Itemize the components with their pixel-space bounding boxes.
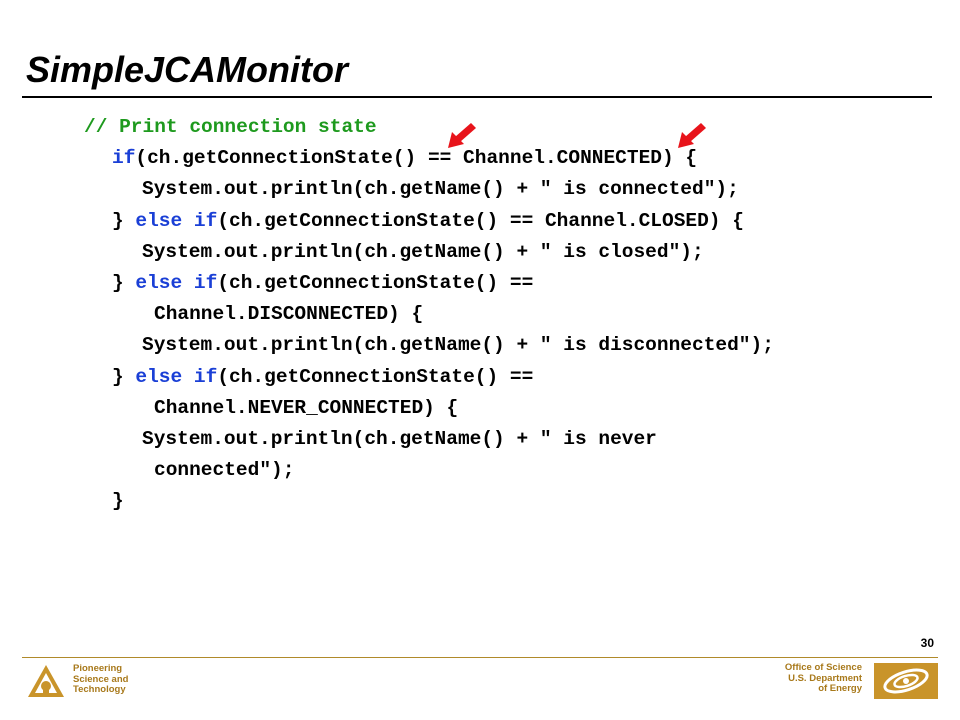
footer-office-line: U.S. Department bbox=[788, 672, 862, 684]
code-line: System.out.println(ch.getName() + " is c… bbox=[0, 237, 774, 268]
argonne-triangle-logo-icon bbox=[28, 665, 64, 697]
code-text: } bbox=[112, 209, 136, 232]
code-keyword: else if bbox=[135, 271, 218, 294]
doe-office-of-science-logo-icon bbox=[874, 663, 938, 699]
code-line: } else if(ch.getConnectionState() == Cha… bbox=[0, 206, 774, 237]
footer-office: Office of Science U.S. Department of Ene… bbox=[784, 662, 862, 695]
code-keyword: else if bbox=[135, 365, 218, 388]
code-keyword: if bbox=[112, 147, 136, 170]
code-text: } bbox=[112, 271, 136, 294]
footer-office-line: of Energy bbox=[818, 683, 862, 694]
code-comment: // Print connection state bbox=[84, 116, 377, 138]
code-line: } else if(ch.getConnectionState() == bbox=[0, 362, 774, 393]
footer-tagline-line: Science and bbox=[73, 673, 129, 685]
footer-divider bbox=[22, 657, 938, 658]
code-text: Channel.DISCONNECTED) { bbox=[154, 303, 424, 326]
footer-tagline-line: Technology bbox=[73, 684, 126, 695]
code-text: System.out.println(ch.getName() + " is c… bbox=[142, 178, 739, 201]
code-text: System.out.println(ch.getName() + " is c… bbox=[142, 240, 704, 263]
red-arrow-icon bbox=[678, 123, 706, 148]
code-text: (ch.getConnectionState() == Channel.CLOS… bbox=[217, 209, 744, 232]
code-line: if(ch.getConnectionState() == Channel.CO… bbox=[0, 143, 774, 174]
code-text: connected"); bbox=[154, 459, 295, 482]
code-line: } else if(ch.getConnectionState() == bbox=[0, 268, 774, 299]
code-line: } bbox=[0, 486, 774, 517]
code-block: // Print connection state if(ch.getConne… bbox=[0, 112, 774, 517]
footer-tagline: Pioneering Science and Technology bbox=[73, 663, 129, 696]
code-line: Channel.DISCONNECTED) { bbox=[0, 299, 774, 330]
page-number: 30 bbox=[920, 636, 934, 650]
code-keyword: else if bbox=[135, 209, 218, 232]
footer-tagline-line: Pioneering bbox=[73, 663, 123, 674]
code-text: System.out.println(ch.getName() + " is d… bbox=[142, 334, 774, 357]
code-text: } bbox=[112, 490, 124, 513]
code-text: Channel.NEVER_CONNECTED) { bbox=[154, 396, 459, 419]
code-line: connected"); bbox=[0, 455, 774, 486]
code-line: System.out.println(ch.getName() + " is d… bbox=[0, 330, 774, 361]
footer-office-line: Office of Science bbox=[784, 662, 862, 673]
code-text: } bbox=[112, 365, 136, 388]
code-line: System.out.println(ch.getName() + " is c… bbox=[0, 174, 774, 205]
red-arrow-icon bbox=[448, 123, 476, 148]
code-line: // Print connection state bbox=[0, 112, 774, 143]
code-text: (ch.getConnectionState() == bbox=[217, 365, 534, 388]
title-underline bbox=[22, 96, 932, 98]
code-line: Channel.NEVER_CONNECTED) { bbox=[0, 393, 774, 424]
code-text: (ch.getConnectionState() == Channel.CONN… bbox=[135, 147, 698, 170]
code-text: System.out.println(ch.getName() + " is n… bbox=[142, 427, 657, 450]
code-line: System.out.println(ch.getName() + " is n… bbox=[0, 424, 774, 455]
code-text: (ch.getConnectionState() == bbox=[217, 271, 534, 294]
slide-title: SimpleJCAMonitor bbox=[26, 49, 349, 90]
